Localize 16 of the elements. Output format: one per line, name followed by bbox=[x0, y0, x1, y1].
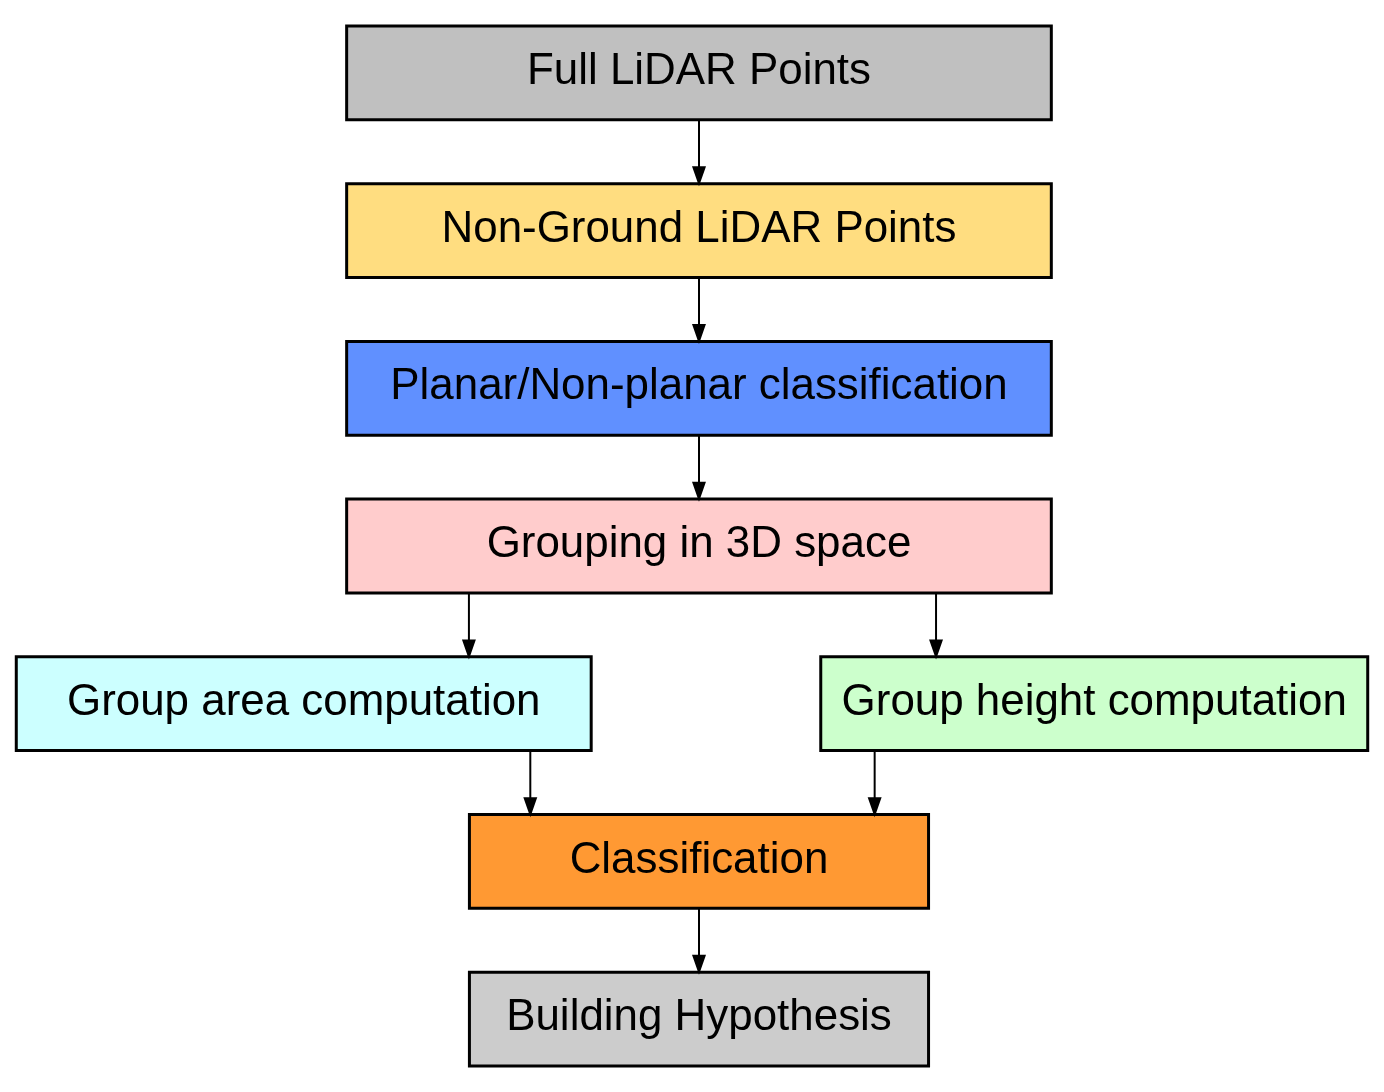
arrow bbox=[523, 750, 538, 818]
node-box: Non-Ground LiDAR Points bbox=[345, 182, 1053, 279]
arrow bbox=[692, 434, 706, 502]
node-box: Planar/Non-planar classification bbox=[345, 339, 1053, 437]
node-box: Grouping in 3D space bbox=[345, 497, 1053, 595]
arrow bbox=[692, 119, 706, 187]
node-box: Full LiDAR Points bbox=[345, 24, 1053, 122]
node-box: Classification bbox=[467, 813, 931, 910]
node-box: Group height computation bbox=[819, 655, 1370, 753]
arrow bbox=[867, 750, 882, 818]
node-box: Group area computation bbox=[14, 655, 593, 753]
arrow bbox=[692, 276, 706, 345]
arrow bbox=[929, 592, 944, 660]
arrow bbox=[461, 592, 476, 660]
node-box: Building Hypothesis bbox=[467, 970, 931, 1068]
arrow bbox=[692, 907, 706, 975]
